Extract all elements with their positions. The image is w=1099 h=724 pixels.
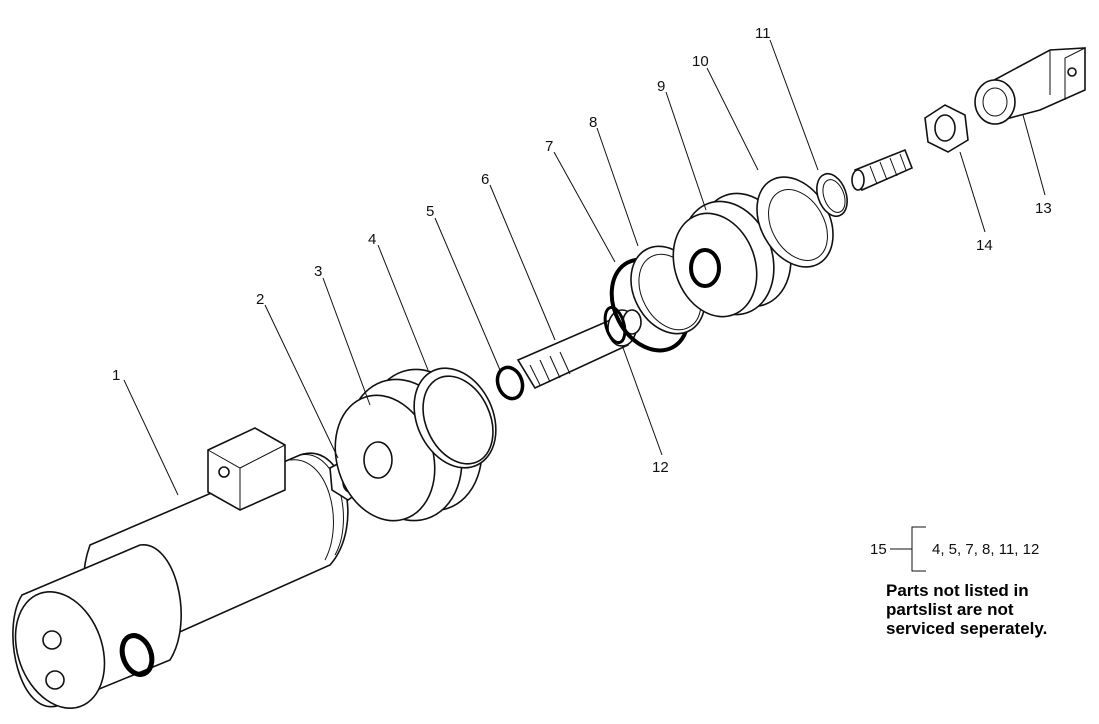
callout-2: 2: [256, 291, 264, 308]
callout-12: 12: [652, 459, 669, 476]
callout-14: 14: [976, 237, 993, 254]
callout-11: 11: [755, 25, 771, 42]
part-5-o-ring: [495, 365, 525, 401]
callout-3: 3: [314, 263, 322, 280]
callout-5: 5: [426, 203, 434, 220]
part-14-hex-nut: [924, 104, 969, 153]
part-12-o-ring: [603, 305, 627, 345]
callout-10: 10: [692, 53, 709, 70]
service-note: Parts not listed in partslist are not se…: [886, 581, 1096, 638]
kit-number: 15: [870, 541, 887, 558]
callout-1: 1: [112, 367, 120, 384]
kit-bracket: 15 4, 5, 7, 8, 11, 12: [870, 526, 1039, 572]
callout-13: 13: [1035, 200, 1052, 217]
service-note-line-3: serviced seperately.: [886, 619, 1048, 638]
part-4-ring: [413, 367, 497, 469]
callout-7: 7: [545, 138, 553, 155]
leader-lines: [123, 39, 1046, 496]
callout-4: 4: [368, 231, 376, 248]
callout-labels: 1 2 3 4 5 6 7 8 9 10 11 12 13 14: [112, 25, 1052, 476]
part-13-clevis: [974, 47, 1086, 125]
part-1-cylinder-body: [12, 427, 349, 709]
service-note-line-2: partslist are not: [886, 600, 1014, 619]
part-11-ring: [816, 172, 848, 218]
threaded-stud: [851, 148, 914, 192]
service-note-line-1: Parts not listed in: [886, 581, 1029, 600]
callout-9: 9: [657, 78, 665, 95]
callout-6: 6: [481, 171, 489, 188]
kit-parts-list: 4, 5, 7, 8, 11, 12: [932, 541, 1039, 558]
callout-8: 8: [589, 114, 597, 131]
